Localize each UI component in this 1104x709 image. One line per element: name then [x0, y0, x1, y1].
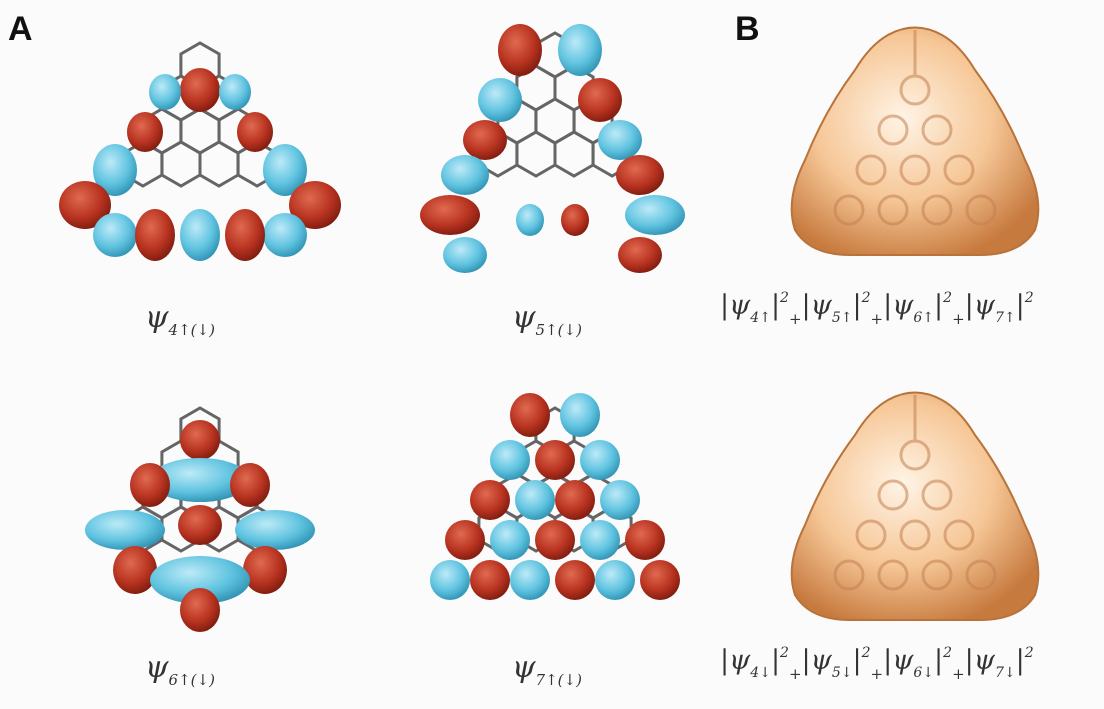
red-lobe [230, 463, 270, 507]
caption-psi5: ψ5↑(↓) [512, 300, 582, 339]
red-lobe [618, 237, 662, 273]
red-lobe [561, 204, 589, 236]
caption-psi5-symbol: ψ [512, 300, 536, 335]
red-lobe [555, 560, 595, 600]
density-up-figure [790, 26, 1040, 256]
red-lobe [180, 420, 220, 460]
blue-lobe [93, 213, 137, 257]
density-down-figure [790, 391, 1040, 621]
red-lobe [555, 480, 595, 520]
red-lobe [135, 209, 175, 261]
blue-lobe [219, 74, 251, 110]
blue-lobe [510, 560, 550, 600]
caption-psi6-symbol: ψ [145, 650, 169, 685]
density-up-caption: |ψ4↑|2+|ψ5↑|2+|ψ6↑|2+|ψ7↑|2 [720, 290, 1034, 328]
blue-lobe [490, 440, 530, 480]
blue-lobe [441, 155, 489, 195]
blue-lobe [490, 520, 530, 560]
density-texture [833, 30, 997, 226]
caption-psi7: ψ7↑(↓) [512, 650, 582, 689]
blue-lobe [516, 204, 544, 236]
blue-lobe [595, 560, 635, 600]
red-lobe [535, 520, 575, 560]
red-lobe [640, 560, 680, 600]
red-lobe [237, 112, 273, 152]
blue-lobe [625, 195, 685, 235]
red-lobe [616, 155, 664, 195]
red-lobe [470, 480, 510, 520]
panel-label-b: B [735, 10, 760, 48]
blue-lobe [430, 560, 470, 600]
panel-label-a: A [8, 10, 33, 48]
blue-lobe [580, 440, 620, 480]
blue-lobe [150, 458, 250, 502]
blue-lobe [150, 556, 250, 604]
red-lobe [498, 24, 542, 76]
blue-lobe [443, 237, 487, 273]
red-lobe [463, 120, 507, 160]
red-lobe [625, 520, 665, 560]
caption-psi4-sub: 4↑(↓) [168, 321, 215, 339]
density-texture [833, 395, 997, 591]
blue-lobe [478, 78, 522, 122]
blue-lobe [598, 120, 642, 160]
red-lobe [578, 78, 622, 122]
red-lobe [535, 440, 575, 480]
red-lobe [59, 181, 111, 229]
red-lobe [510, 393, 550, 437]
blue-lobe [560, 393, 600, 437]
caption-psi7-sub: 7↑(↓) [535, 671, 582, 689]
orbital-psi7-figure [430, 393, 680, 600]
blue-lobe [263, 144, 307, 196]
blue-lobe [600, 480, 640, 520]
red-lobe [180, 68, 220, 112]
red-lobe [420, 195, 480, 235]
caption-psi7-symbol: ψ [512, 650, 536, 685]
orbital-psi6-figure [85, 406, 315, 632]
orbital-psi5-figure [420, 24, 685, 273]
red-lobe [470, 560, 510, 600]
red-lobe [113, 546, 157, 594]
red-lobe [243, 546, 287, 594]
blue-lobe [263, 213, 307, 257]
caption-psi4-symbol: ψ [145, 300, 169, 335]
blue-lobe [85, 510, 165, 550]
blue-lobe [558, 24, 602, 76]
red-lobe [180, 588, 220, 632]
blue-lobe [180, 209, 220, 261]
blue-lobe [235, 510, 315, 550]
caption-psi6-sub: 6↑(↓) [168, 671, 215, 689]
red-lobe [130, 463, 170, 507]
red-lobe [127, 112, 163, 152]
blue-lobe [149, 74, 181, 110]
caption-psi6: ψ6↑(↓) [145, 650, 215, 689]
caption-psi5-sub: 5↑(↓) [535, 321, 582, 339]
blue-lobe [580, 520, 620, 560]
orbital-psi4-figure [59, 41, 341, 261]
red-lobe [289, 181, 341, 229]
blue-lobe [515, 480, 555, 520]
red-lobe [445, 520, 485, 560]
red-lobe [225, 209, 265, 261]
red-lobe [178, 505, 222, 545]
caption-psi4: ψ4↑(↓) [145, 300, 215, 339]
density-down-caption: |ψ4↓|2+|ψ5↓|2+|ψ6↓|2+|ψ7↓|2 [720, 645, 1034, 683]
blue-lobe [93, 144, 137, 196]
